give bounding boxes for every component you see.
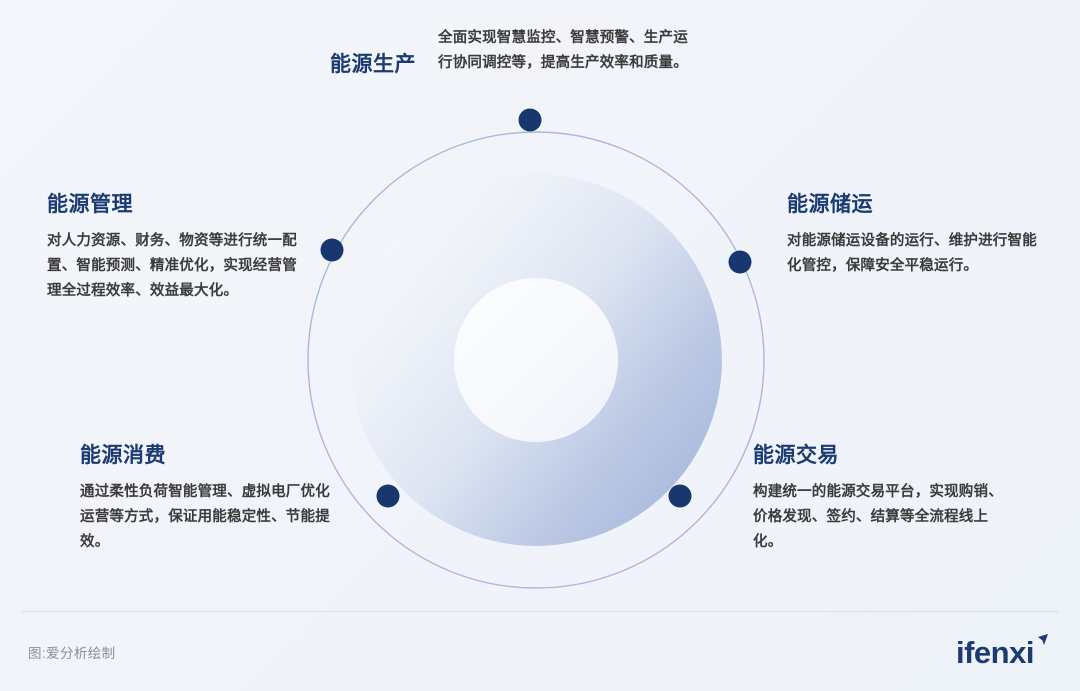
node-dot-management[interactable] xyxy=(320,238,344,262)
footer-credit: 图:爱分析绘制 xyxy=(28,645,116,661)
footer: 图:爱分析绘制 ifenxi xyxy=(0,612,1080,691)
block-energy-consumption: 能源消费 通过柔性负荷智能管理、虚拟电厂优化运营等方式，保证用能稳定性、节能提效… xyxy=(80,443,342,555)
ifenxi-logo: ifenxi xyxy=(956,633,1048,670)
heading-energy-consumption: 能源消费 xyxy=(80,444,166,467)
footer-divider xyxy=(22,611,1058,612)
node-dot-storage[interactable] xyxy=(728,250,752,274)
heading-energy-trading: 能源交易 xyxy=(753,444,839,467)
desc-energy-trading: 构建统一的能源交易平台，实现购销、价格发现、签约、结算等全流程线上化。 xyxy=(753,484,1003,551)
node-dot-trading[interactable] xyxy=(668,484,692,508)
desc-energy-production: 全面实现智慧监控、智慧预警、生产运行协同调控等，提高生产效率和质量。 xyxy=(438,30,688,71)
outer-orbit-ring xyxy=(307,131,765,589)
block-energy-management: 能源管理 对人力资源、财务、物资等进行统一配置、智能预测、精准优化，实现经营管理… xyxy=(47,192,305,304)
donut-ring xyxy=(350,174,722,546)
desc-energy-consumption: 通过柔性负荷智能管理、虚拟电厂优化运营等方式，保证用能稳定性、节能提效。 xyxy=(80,484,330,551)
logo-swoosh-icon xyxy=(1038,633,1048,645)
heading-energy-management: 能源管理 xyxy=(47,193,133,216)
heading-energy-storage: 能源储运 xyxy=(787,193,873,216)
desc-energy-storage: 对能源储运设备的运行、维护进行智能化管控，保障安全平稳运行。 xyxy=(787,233,1037,275)
heading-energy-production: 能源生产 xyxy=(330,53,416,76)
block-energy-storage: 能源储运 对能源储运设备的运行、维护进行智能化管控，保障安全平稳运行。 xyxy=(787,192,1047,279)
block-energy-production: 能源生产 全面实现智慧监控、智慧预警、生产运行协同调控等，提高生产效率和质量。 xyxy=(330,26,750,77)
node-dot-production[interactable] xyxy=(518,108,542,132)
node-dot-consumption[interactable] xyxy=(376,484,400,508)
ifenxi-logo-text: ifenxi xyxy=(956,635,1034,670)
block-energy-trading: 能源交易 构建统一的能源交易平台，实现购销、价格发现、签约、结算等全流程线上化。 xyxy=(753,443,1015,555)
desc-energy-management: 对人力资源、财务、物资等进行统一配置、智能预测、精准优化，实现经营管理全过程效率… xyxy=(47,233,297,300)
